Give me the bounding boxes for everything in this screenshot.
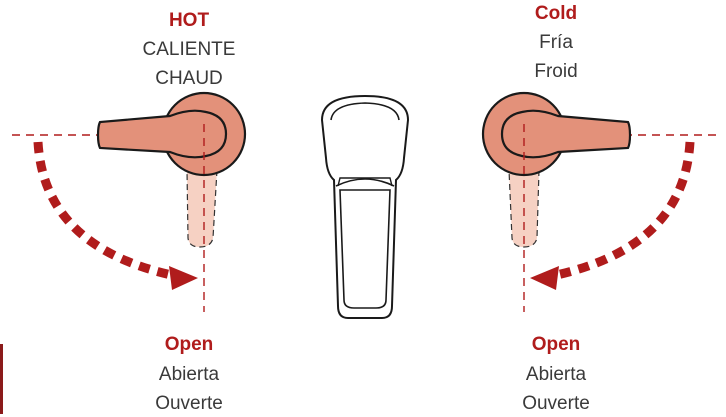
cold-water-handle-icon [483,93,718,312]
cold-rotation-arrow [552,142,690,276]
open-right-label: Open [476,332,636,358]
cold-handle-lever [502,111,630,158]
hot-label: HOT [109,8,269,34]
hot-water-handle-icon [12,93,245,312]
hot-handle-lever [98,111,226,158]
open-left-label-spanish: Abierta [109,362,269,388]
open-right-label-spanish: Abierta [476,362,636,388]
open-right-label-french: Ouverte [476,391,636,417]
cold-label: Cold [476,1,636,27]
hot-rotation-arrow [38,142,176,276]
hot-label-french: CHAUD [109,66,269,92]
hot-arrow-head [169,266,198,290]
cold-arrow-head [530,266,559,290]
faucet-spout-icon [322,96,408,318]
open-left-label: Open [109,332,269,358]
cold-label-spanish: Fría [476,30,636,56]
page-edge-marker [0,344,3,414]
open-left-label-french: Ouverte [109,391,269,417]
hot-label-spanish: CALIENTE [109,37,269,63]
cold-label-french: Froid [476,59,636,85]
hot-handle-open-position [187,170,217,247]
